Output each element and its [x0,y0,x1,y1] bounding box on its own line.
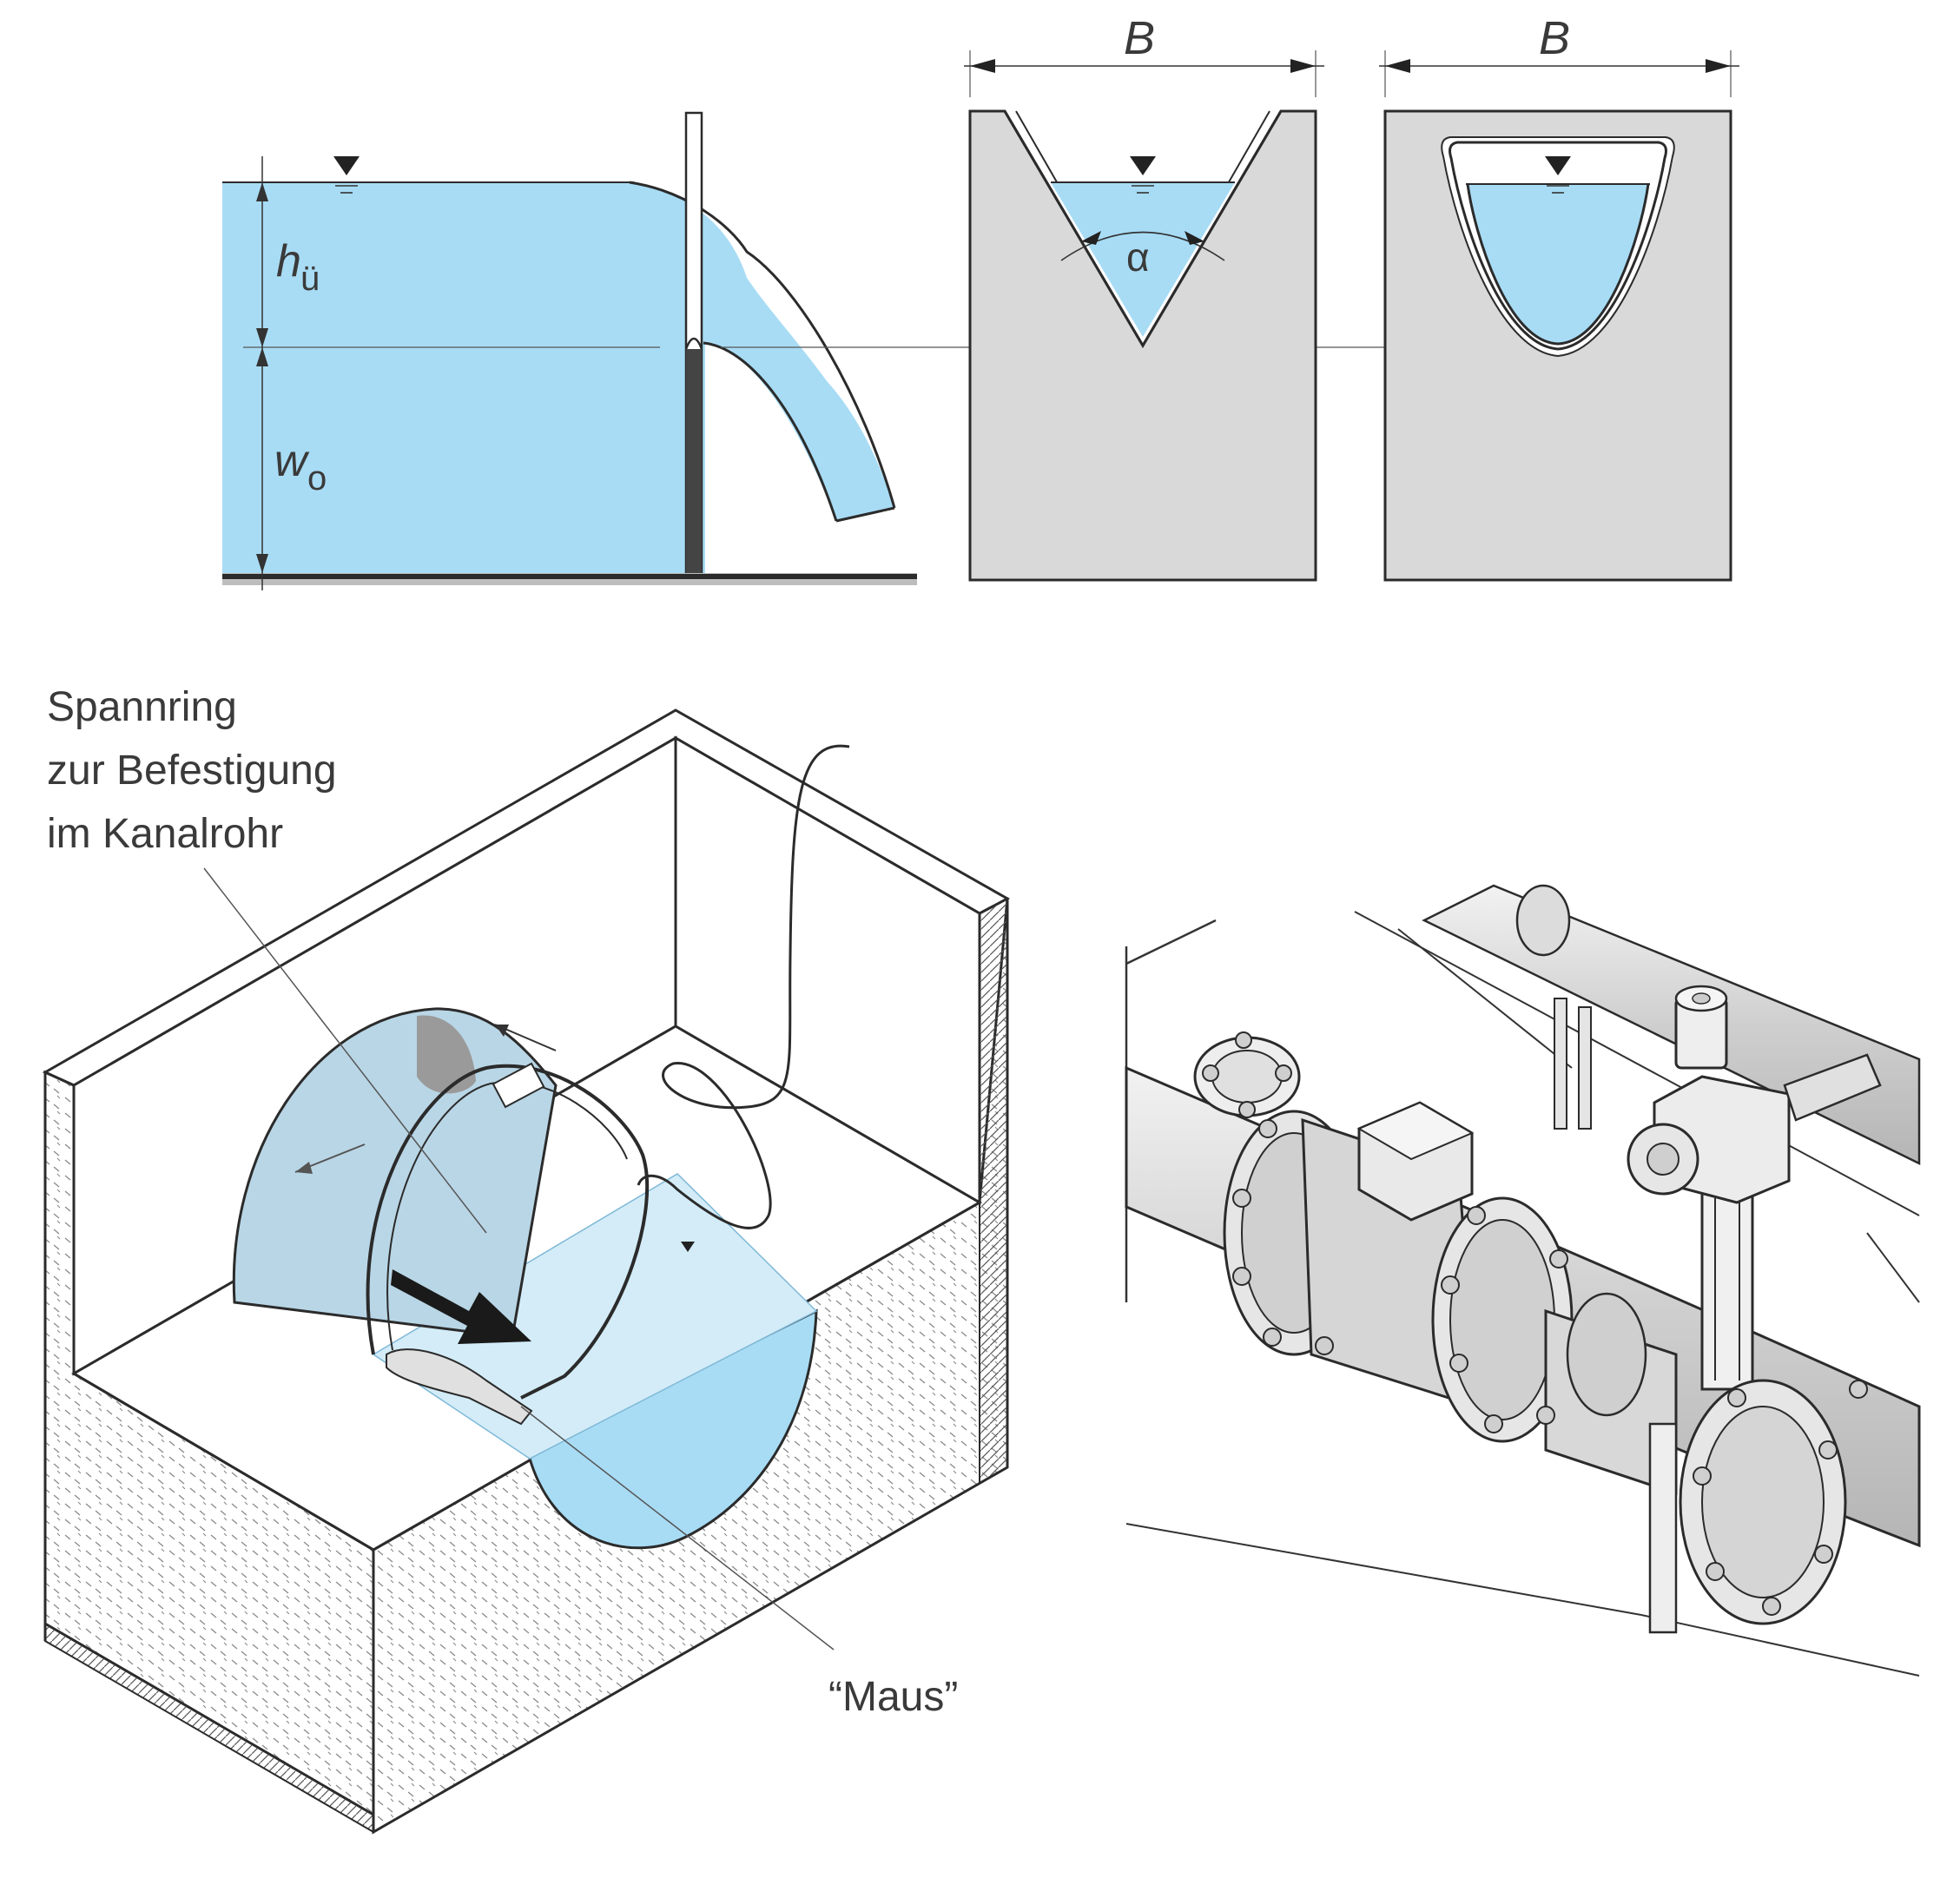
weir-diagram: h ü w o [222,111,1528,590]
nappe-air-gap [695,323,894,521]
weir-water [222,182,894,573]
water-level-triangle-icon [1545,156,1571,194]
channel-water [528,1308,818,1550]
gate-valve-stem [1700,1179,1754,1391]
parabolic-notch-diagram: B [1379,12,1739,582]
clamping-ring-label-line1: Spannring [47,684,237,730]
overflow-head-label: h [276,236,301,287]
flange-bolts [1202,1031,1868,1616]
mouse-sensor-label: “Maus” [828,1674,958,1720]
overflow-head-subscript: ü [300,260,320,298]
clamping-ring-label-line2: zur Befestigung [47,748,337,794]
pipe-inner-shell [232,1007,558,1339]
v-notch-water [1051,182,1235,337]
sensor-cable [637,744,850,1229]
water-level-triangle-icon [1130,156,1156,194]
parabolic-width-label: B [1539,12,1570,64]
weir-height-label: w [274,436,310,486]
pipe-valve-assembly-drawing [1125,884,1921,1677]
water-level-triangle-icon [333,156,360,194]
mouse-sensor [386,1348,533,1426]
weir-height-subscript: o [307,459,327,498]
clamping-ring-label-line3: im Kanalrohr [47,811,283,857]
parabolic-water [1468,184,1648,344]
sewer-chamber-diagram: Spannring zur Befestigung im Kanalrohr “… [42,684,1011,1835]
angle-alpha-label: α [1126,234,1150,280]
v-notch-width-label: B [1124,12,1155,64]
clamping-ring [366,1064,650,1400]
water-level-triangle-icon [681,1242,695,1252]
flow-direction-arrow-icon [391,1269,531,1344]
v-notch-diagram: α B [964,12,1324,582]
